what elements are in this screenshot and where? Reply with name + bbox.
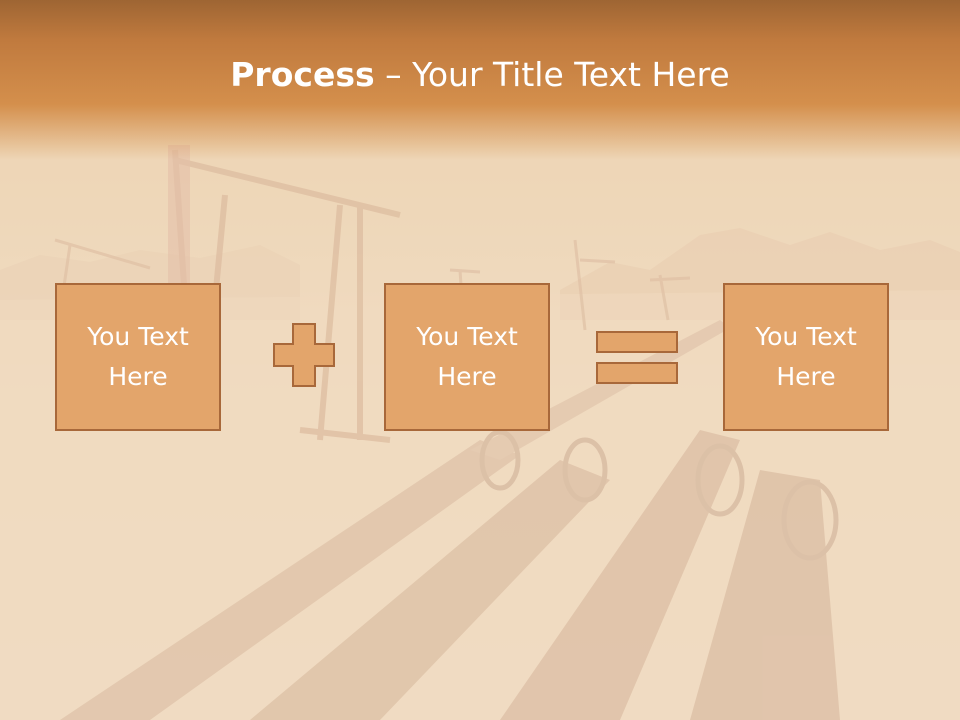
process-box-2[interactable]: You Text Here <box>384 283 550 431</box>
equals-icon <box>596 331 678 384</box>
title-rest: – Your Title Text Here <box>374 55 730 94</box>
process-box-3[interactable]: You Text Here <box>723 283 889 431</box>
process-box-1[interactable]: You Text Here <box>55 283 221 431</box>
title-bar <box>0 0 960 160</box>
slide-title[interactable]: Process – Your Title Text Here <box>0 52 960 98</box>
process-box-2-text: You Text Here <box>416 322 518 391</box>
process-box-1-text: You Text Here <box>87 322 189 391</box>
plus-icon <box>273 323 335 387</box>
process-box-3-text: You Text Here <box>755 322 857 391</box>
title-bold: Process <box>230 55 375 94</box>
